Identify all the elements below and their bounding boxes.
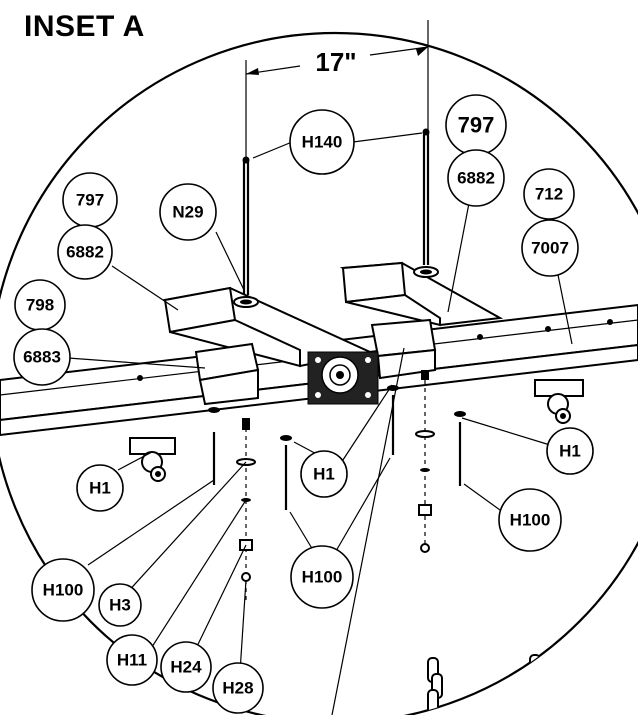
dimension-17in: 17" [245,20,429,160]
callout-h1-left: H1 [76,464,124,512]
svg-text:H100: H100 [510,511,551,530]
callout-h100-left: H100 [31,558,95,622]
hardware-stack-right [415,370,435,553]
callout-h1-center: H1 [300,450,348,498]
callout-7007: 7007 [521,219,579,277]
callout-712: 712 [523,168,575,220]
svg-text:N29: N29 [172,203,203,222]
eye-bolt-right [454,411,466,486]
callout-h100-center: H100 [290,545,354,609]
callout-798: 798 [14,279,66,331]
callout-6883: 6883 [13,328,71,386]
svg-text:6882: 6882 [66,243,104,262]
callout-6882-left: 6882 [57,224,113,280]
right-swing-bracket [534,379,584,424]
left-swing-hanger [161,286,374,406]
callout-h140: H140 [289,109,355,175]
eye-bolt-left [208,407,220,485]
svg-text:H24: H24 [170,658,202,677]
svg-text:798: 798 [26,296,54,315]
center-bearing-plate [307,351,379,405]
callout-6882-right: 6882 [447,149,505,207]
threaded-rod-right [422,128,430,265]
chain-right [529,654,545,712]
leader-lines [67,132,573,715]
svg-text:797: 797 [458,113,495,138]
svg-text:H3: H3 [109,596,131,615]
svg-text:6882: 6882 [457,169,495,188]
inset-title: INSET A [24,10,145,43]
callout-797-top: 797 [445,94,507,156]
callout-h24: H24 [160,641,212,693]
svg-text:6883: 6883 [23,348,61,367]
svg-text:712: 712 [535,185,563,204]
svg-text:H140: H140 [302,133,343,152]
svg-text:H100: H100 [43,581,84,600]
callout-h1-right: H1 [546,427,594,475]
svg-text:H28: H28 [222,679,253,698]
threaded-rod-left [242,156,250,295]
callout-h100-right: H100 [498,488,562,552]
svg-text:H100: H100 [302,568,343,587]
eye-bolt-center-right [387,385,399,455]
callout-797-left: 797 [62,172,118,228]
callout-h28: H28 [212,662,264,714]
svg-text:H1: H1 [89,479,111,498]
right-swing-hanger [339,261,504,380]
svg-text:7007: 7007 [531,239,569,258]
svg-text:H1: H1 [559,442,581,461]
inset-circle [0,32,638,715]
svg-text:797: 797 [76,191,104,210]
callout-n29: N29 [159,183,217,241]
svg-text:H11: H11 [117,651,147,670]
callout-h3: H3 [98,583,142,627]
eye-bolt-center [280,435,292,510]
left-swing-bracket [129,437,176,482]
svg-text:H1: H1 [313,465,335,484]
callout-h11: H11 [106,634,158,686]
dimension-label: 17" [315,47,356,77]
